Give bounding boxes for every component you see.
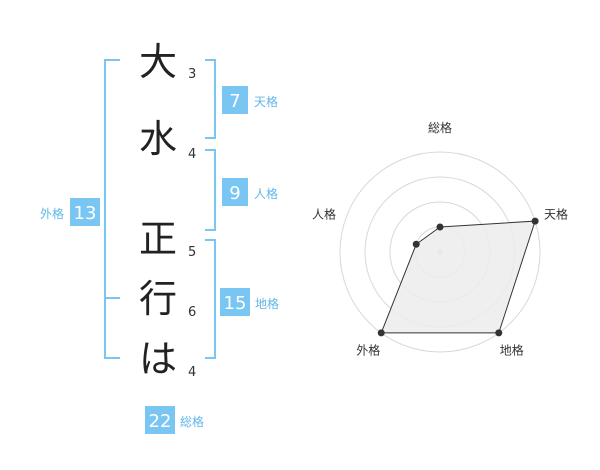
stroke-count: 3 xyxy=(188,67,196,82)
radar-grid-ring xyxy=(339,151,541,353)
stroke-count: 6 xyxy=(188,305,196,320)
chikaku-badge-box xyxy=(220,288,250,316)
radar-axis-label: 地格 xyxy=(500,343,524,358)
name-char: は xyxy=(139,337,177,381)
gaikaku-value: 13 xyxy=(74,203,97,224)
name-char: 大 xyxy=(139,40,177,84)
stroke-count: 4 xyxy=(188,365,196,380)
radar-axis-label: 外格 xyxy=(356,343,380,358)
radar-series-area xyxy=(380,220,536,334)
gaikaku-badge: 外格 13 xyxy=(40,198,100,226)
tenkaku-bracket xyxy=(205,59,216,139)
name-chars: 大 3 水 4 正 5 行 6 は 4 xyxy=(139,40,196,381)
soukaku-value: 22 xyxy=(149,411,172,432)
soukaku-badge: 22 総格 xyxy=(145,406,204,434)
tenkaku-badge: 7 天格 xyxy=(222,86,278,114)
radar-point xyxy=(495,329,503,337)
chikaku-value: 15 xyxy=(224,293,247,314)
gaikaku-label: 外格 xyxy=(40,206,64,221)
radar-axis-label: 天格 xyxy=(544,206,568,221)
chikaku-label: 地格 xyxy=(255,296,279,311)
radar-point xyxy=(531,217,539,225)
chikaku-badge: 15 地格 xyxy=(220,288,279,316)
radar-point xyxy=(436,223,444,231)
chikaku-bracket xyxy=(205,239,216,359)
jinkaku-value: 9 xyxy=(229,183,240,204)
gaikaku-bracket xyxy=(104,59,120,359)
name-char: 水 xyxy=(139,117,177,161)
name-char: 正 xyxy=(139,217,177,261)
tenkaku-badge-box xyxy=(222,86,248,114)
gaikaku-badge-box xyxy=(70,198,100,226)
name-char: 行 xyxy=(139,277,177,321)
tenkaku-value: 7 xyxy=(229,91,240,112)
tenkaku-label: 天格 xyxy=(254,94,278,109)
jinkaku-badge: 9 人格 xyxy=(222,178,278,206)
radar-point xyxy=(377,329,385,337)
soukaku-badge-box xyxy=(145,406,175,434)
stroke-count: 5 xyxy=(188,245,196,260)
jinkaku-badge-box xyxy=(222,178,248,206)
bracket-group xyxy=(104,59,216,359)
radar-axis-label: 人格 xyxy=(312,206,336,221)
stroke-count: 4 xyxy=(188,147,196,162)
jinkaku-bracket xyxy=(205,149,216,231)
radar-points xyxy=(377,217,539,337)
soukaku-label: 総格 xyxy=(180,414,204,429)
radar-axis-label: 総格 xyxy=(428,120,452,135)
jinkaku-label: 人格 xyxy=(254,186,278,201)
radar-point xyxy=(412,240,420,248)
